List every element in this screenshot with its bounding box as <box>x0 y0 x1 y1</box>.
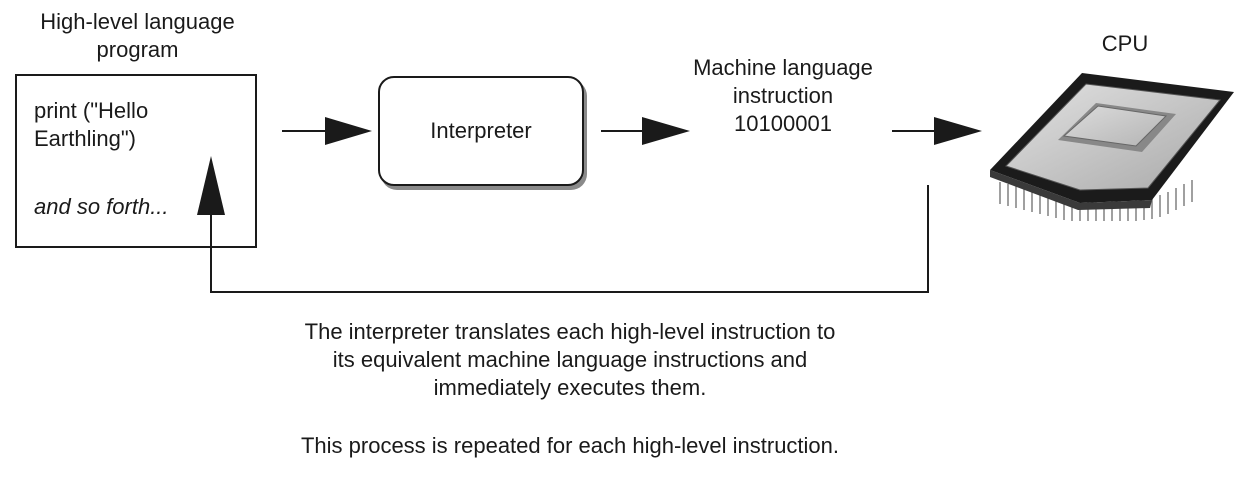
caption-line4: This process is repeated for each high-l… <box>300 433 840 458</box>
caption-line3: immediately executes them. <box>433 375 707 400</box>
caption-spacer <box>180 402 960 432</box>
machine-language-label: Machine language instruction 10100001 <box>655 54 911 138</box>
interpreter-box: Interpreter <box>378 76 584 186</box>
program-box <box>15 74 257 248</box>
arrow-machine-to-cpu <box>892 117 982 145</box>
program-title-line2: program <box>96 37 179 62</box>
caption: The interpreter translates each high-lev… <box>180 318 960 460</box>
program-etc: and so forth... <box>34 194 169 219</box>
cpu-chip-icon <box>990 73 1234 221</box>
machine-language-line1: Machine language <box>693 55 873 80</box>
cpu-label: CPU <box>1101 31 1149 56</box>
interpreter-label: Interpreter <box>430 118 532 143</box>
caption-line2: its equivalent machine language instruct… <box>332 347 808 372</box>
caption-line1: The interpreter translates each high-lev… <box>304 319 836 344</box>
arrow-program-to-interpreter <box>282 117 372 145</box>
machine-language-line2: instruction <box>732 83 834 108</box>
arrow-interpreter-to-machine <box>601 117 690 145</box>
loop-back-arrow <box>197 156 929 293</box>
machine-language-binary: 10100001 <box>734 111 832 136</box>
program-code: print ("Hello Earthling") <box>34 98 149 151</box>
program-title-line1: High-level language <box>40 9 235 34</box>
program-title: High-level language program <box>0 8 275 64</box>
